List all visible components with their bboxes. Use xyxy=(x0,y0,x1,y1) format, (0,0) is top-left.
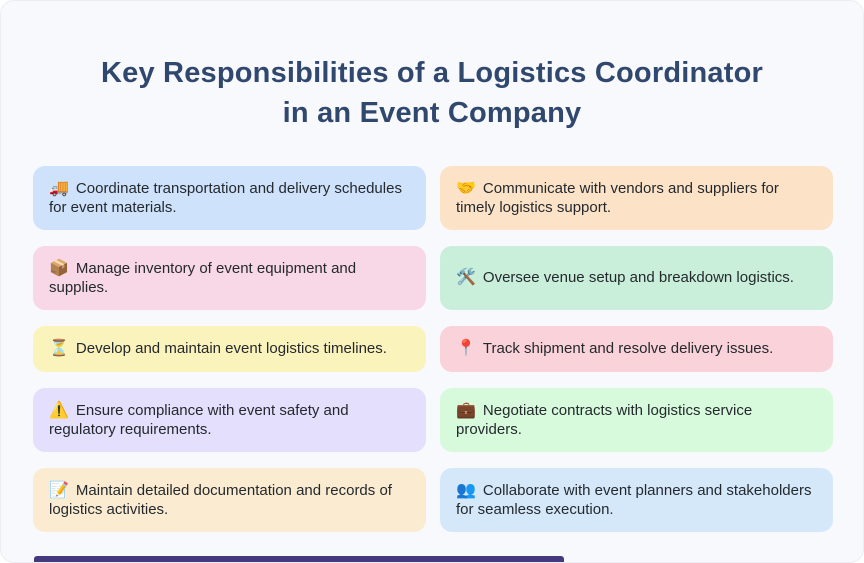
responsibility-card: 🛠️Oversee venue setup and breakdown logi… xyxy=(440,246,833,310)
briefcase-icon: 💼 xyxy=(456,401,476,419)
hourglass-icon: ⏳ xyxy=(49,340,69,358)
page-title-line2: in an Event Company xyxy=(282,97,582,129)
responsibility-text: 📦Manage inventory of event equipment and… xyxy=(49,259,357,297)
people-icon: 👥 xyxy=(456,481,476,499)
responsibility-text: 🛠️Oversee venue setup and breakdown logi… xyxy=(456,269,794,287)
responsibility-card: ⚠️Ensure compliance with event safety an… xyxy=(33,388,426,452)
responsibility-card: 📦Manage inventory of event equipment and… xyxy=(33,246,426,310)
responsibility-text: 📝Maintain detailed documentation and rec… xyxy=(49,481,392,519)
bottom-accent-bar xyxy=(34,556,564,562)
responsibility-card: 💼Negotiate contracts with logistics serv… xyxy=(440,388,833,452)
responsibility-card: 📍Track shipment and resolve delivery iss… xyxy=(440,326,833,372)
responsibility-card: 🚚Coordinate transportation and delivery … xyxy=(33,166,426,230)
responsibility-card: 📝Maintain detailed documentation and rec… xyxy=(33,468,426,532)
responsibility-text: 🤝Communicate with vendors and suppliers … xyxy=(456,179,779,217)
responsibility-text: ⏳Develop and maintain event logistics ti… xyxy=(49,340,387,358)
hammer-and-wrench-icon: 🛠️ xyxy=(456,269,476,287)
warning-icon: ⚠️ xyxy=(49,401,69,419)
responsibility-card: 🤝Communicate with vendors and suppliers … xyxy=(440,166,833,230)
package-icon: 📦 xyxy=(49,259,69,277)
page-title-line1: Key Responsibilities of a Logistics Coor… xyxy=(101,57,763,89)
page-title: Key Responsibilities of a Logistics Coor… xyxy=(1,1,863,133)
responsibility-text: 💼Negotiate contracts with logistics serv… xyxy=(456,401,753,439)
responsibility-text: 📍Track shipment and resolve delivery iss… xyxy=(456,340,774,358)
handshake-icon: 🤝 xyxy=(456,179,476,197)
cards-grid: 🚚Coordinate transportation and delivery … xyxy=(33,166,833,532)
round-pushpin-icon: 📍 xyxy=(456,340,476,358)
responsibility-card: 👥Collaborate with event planners and sta… xyxy=(440,468,833,532)
memo-icon: 📝 xyxy=(49,481,69,499)
responsibility-card: ⏳Develop and maintain event logistics ti… xyxy=(33,326,426,372)
responsibility-text: 👥Collaborate with event planners and sta… xyxy=(456,481,812,519)
responsibility-text: 🚚Coordinate transportation and delivery … xyxy=(49,179,402,217)
responsibility-text: ⚠️Ensure compliance with event safety an… xyxy=(49,401,349,439)
delivery-truck-icon: 🚚 xyxy=(49,179,69,197)
